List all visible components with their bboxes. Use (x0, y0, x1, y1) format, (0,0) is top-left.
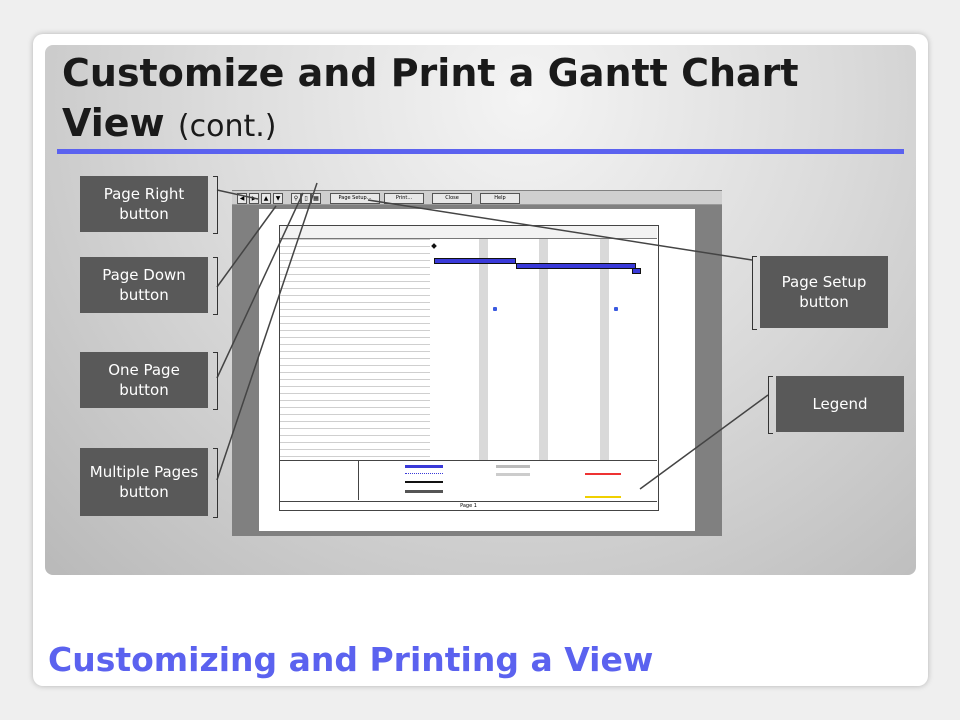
preview-page-frame (279, 225, 659, 511)
connector-page-down (216, 205, 277, 288)
connector-page-setup (367, 199, 753, 261)
legend-swatch-progress (405, 481, 443, 483)
weekend-shade (600, 238, 609, 460)
slide-title-suffix: (cont.) (177, 109, 277, 144)
callout-bracket (213, 352, 218, 410)
callout-one-page: One Page button (80, 352, 208, 408)
callout-bracket (768, 376, 773, 434)
callout-bracket (213, 176, 218, 234)
callout-bracket (213, 257, 218, 315)
print-button[interactable]: Print... (384, 193, 424, 204)
connector-multiple-pages (216, 182, 318, 481)
legend-swatch-task (405, 465, 443, 468)
legend-swatch-summary (405, 490, 443, 493)
gantt-bar (632, 268, 641, 274)
title-underline (57, 149, 904, 154)
close-button[interactable]: Close (432, 193, 472, 204)
connector-legend (639, 394, 769, 490)
legend-box (280, 460, 657, 501)
callout-multiple-pages: Multiple Pages button (80, 448, 208, 516)
page-setup-button[interactable]: Page Setup... (330, 193, 380, 204)
callout-legend: Legend (776, 376, 904, 432)
callout-bracket (752, 256, 757, 330)
slide-title-text: Customize and Print a Gantt Chart View (62, 51, 799, 145)
gantt-milestone (493, 307, 497, 311)
gantt-bar (434, 258, 516, 264)
legend-swatch-external-tasks (496, 473, 530, 476)
callout-page-down: Page Down button (80, 257, 208, 313)
page-left-icon[interactable]: ◀ (237, 193, 247, 204)
callout-page-setup: Page Setup button (760, 256, 888, 328)
task-table (280, 226, 430, 460)
legend-swatch-project-summary (496, 465, 530, 468)
slide-footer: Customizing and Printing a View (48, 640, 654, 679)
weekend-shade (539, 238, 548, 460)
page-up-icon[interactable]: ▲ (261, 193, 271, 204)
legend-swatch-split (405, 473, 443, 476)
callout-page-right: Page Right button (80, 176, 208, 232)
legend-swatch-dependency-duration (585, 496, 621, 498)
gantt-bar (516, 263, 636, 269)
legend-swatch-deliverable-duration (585, 473, 621, 475)
connector-page-right (216, 189, 259, 200)
page-number: Page 1 (280, 501, 657, 510)
weekend-shade (479, 238, 488, 460)
help-button[interactable]: Help (480, 193, 520, 204)
slide-title: Customize and Print a Gantt Chart View (… (62, 48, 902, 152)
page-down-icon[interactable]: ▼ (273, 193, 283, 204)
gantt-milestone (614, 307, 618, 311)
connector-one-page (216, 192, 304, 379)
table-header (280, 226, 657, 239)
callout-bracket (213, 448, 218, 518)
one-page-icon[interactable]: ▯ (301, 193, 311, 204)
legend-divider (358, 460, 359, 500)
